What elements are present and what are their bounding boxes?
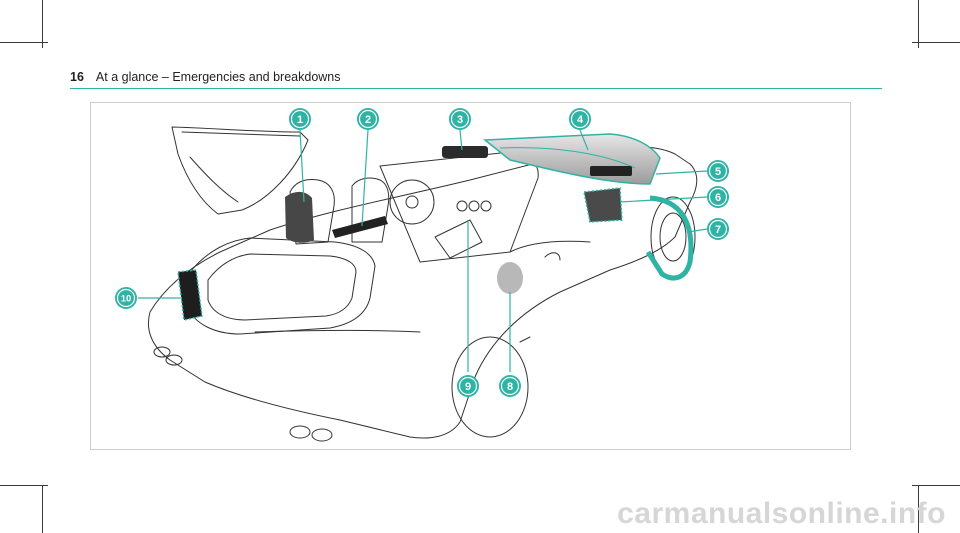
crop-mark — [0, 485, 48, 486]
crop-mark — [912, 485, 960, 486]
callout-label: 7 — [715, 224, 721, 236]
crop-mark — [42, 485, 43, 533]
front-wheel-arch-highlight — [645, 195, 694, 281]
hood-storage-highlight — [442, 146, 488, 158]
callout-9: 9 — [457, 375, 479, 397]
callout-label: 10 — [121, 294, 132, 305]
header-divider — [70, 88, 882, 89]
rollover-panel — [332, 216, 388, 238]
crop-mark — [42, 0, 43, 48]
rear-light-highlight — [177, 269, 203, 321]
callout-3: 3 — [449, 108, 471, 130]
crop-mark — [918, 485, 919, 533]
crop-mark — [0, 42, 48, 43]
section-title: At a glance – Emergencies and breakdowns — [95, 70, 341, 84]
page-header: 16 At a glance – Emergencies and breakdow… — [70, 70, 341, 84]
watermark-text: carmanualsonline.info — [617, 497, 946, 530]
callout-label: 1 — [297, 114, 303, 126]
fuel-flap-highlight — [497, 262, 523, 294]
callout-8: 8 — [499, 375, 521, 397]
callout-label: 3 — [457, 114, 463, 126]
callout-1: 1 — [289, 108, 311, 130]
callout-4: 4 — [569, 108, 591, 130]
car-body-outline — [147, 146, 698, 439]
callout-2: 2 — [357, 108, 379, 130]
callout-5: 5 — [707, 160, 729, 182]
callout-6: 6 — [707, 186, 729, 208]
seat-right — [351, 177, 390, 243]
car-illustration: 1 2 3 4 5 6 7 8 9 10 — [115, 108, 729, 442]
seat-left — [289, 179, 335, 245]
crop-mark — [918, 0, 919, 48]
trunk-lid — [171, 126, 309, 215]
page-number: 16 — [70, 70, 84, 84]
rollbar-highlight — [285, 191, 314, 243]
hood-highlight — [482, 133, 661, 185]
callout-label: 4 — [577, 114, 584, 126]
rear-wheel — [451, 336, 529, 438]
trunk-opening — [187, 237, 376, 335]
callout-label: 2 — [365, 114, 371, 126]
callout-10: 10 — [115, 287, 137, 309]
callout-label: 9 — [465, 381, 471, 393]
callout-label: 6 — [715, 192, 721, 204]
callout-label: 8 — [507, 381, 513, 393]
callout-label: 5 — [715, 166, 721, 178]
engine-compartment-highlight — [583, 187, 623, 223]
steering-wheel — [389, 179, 435, 225]
callout-7: 7 — [707, 218, 729, 240]
crop-mark — [912, 42, 960, 43]
